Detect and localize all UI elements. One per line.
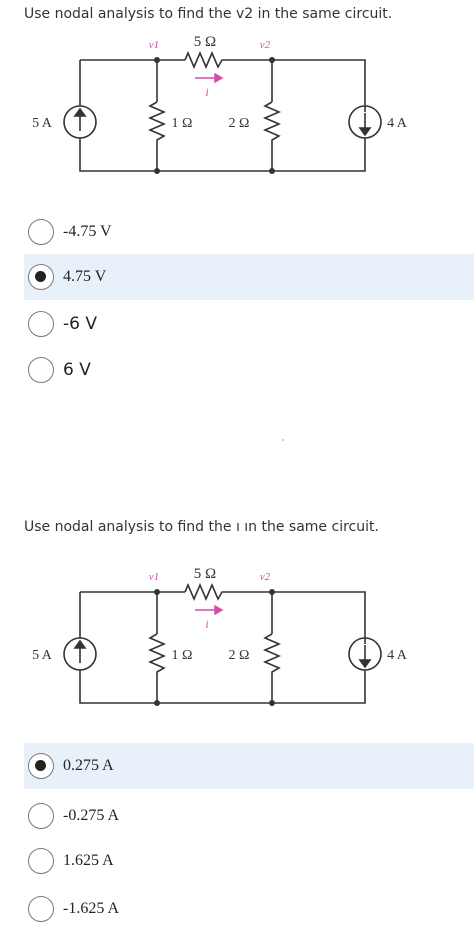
radio-button[interactable]: [28, 848, 54, 874]
radio-button[interactable]: [28, 803, 54, 829]
question-1-option-2[interactable]: 4.75 V: [24, 254, 474, 300]
label-node-v1: v1: [149, 39, 159, 51]
radio-button[interactable]: [28, 219, 54, 245]
option-label: -0.275 A: [63, 807, 119, 824]
radio-button[interactable]: [28, 896, 54, 922]
radio-button-checked[interactable]: [28, 264, 54, 290]
label-current-i: i: [205, 617, 208, 631]
question-2-option-2[interactable]: -0.275 A: [24, 793, 474, 839]
label-5-amp: 5 A: [32, 116, 53, 131]
question-2-option-4[interactable]: -1.625 A: [24, 886, 474, 932]
option-label: -1.625 A: [63, 900, 119, 917]
radio-button[interactable]: [28, 357, 54, 383]
question-1-title: Use nodal analysis to find the v2 in the…: [24, 6, 393, 22]
label-1-ohm: 1 Ω: [172, 116, 193, 131]
question-1-option-1[interactable]: -4.75 V: [24, 209, 474, 255]
question-2-circuit-diagram: 5 Ω v1 v2 i 5 A 1 Ω 2 Ω 4 A: [20, 560, 420, 710]
option-label: 4.75 V: [63, 268, 107, 285]
question-1-option-3[interactable]: -6 V: [24, 301, 474, 347]
label-1-ohm: 1 Ω: [172, 648, 193, 663]
stray-dot: [282, 439, 284, 441]
option-label: 1.625 A: [63, 852, 114, 869]
option-label: -4.75 V: [63, 223, 112, 240]
label-5-amp: 5 A: [32, 648, 53, 663]
label-4-amp: 4 A: [387, 648, 408, 663]
label-5-ohm: 5 Ω: [194, 566, 216, 582]
option-label: -6 V: [63, 314, 97, 334]
label-2-ohm: 2 Ω: [229, 116, 250, 131]
radio-button[interactable]: [28, 311, 54, 337]
question-2-option-3[interactable]: 1.625 A: [24, 838, 474, 884]
label-node-v1: v1: [149, 571, 159, 583]
label-4-amp: 4 A: [387, 116, 408, 131]
question-1-option-4[interactable]: 6 V: [24, 347, 474, 393]
label-current-i: i: [205, 85, 208, 99]
label-node-v2: v2: [260, 571, 271, 583]
option-label: 0.275 A: [63, 757, 114, 774]
radio-button-checked[interactable]: [28, 753, 54, 779]
label-2-ohm: 2 Ω: [229, 648, 250, 663]
question-2-title: Use nodal analysis to find the ı ın the …: [24, 519, 379, 535]
option-label: 6 V: [63, 360, 91, 380]
label-node-v2: v2: [260, 39, 271, 51]
question-1-circuit-diagram: 5 Ω v1 v2 i 5 A 1 Ω 2 Ω 4 A: [20, 28, 420, 178]
label-5-ohm: 5 Ω: [194, 34, 216, 50]
question-2-option-1[interactable]: 0.275 A: [24, 743, 474, 789]
